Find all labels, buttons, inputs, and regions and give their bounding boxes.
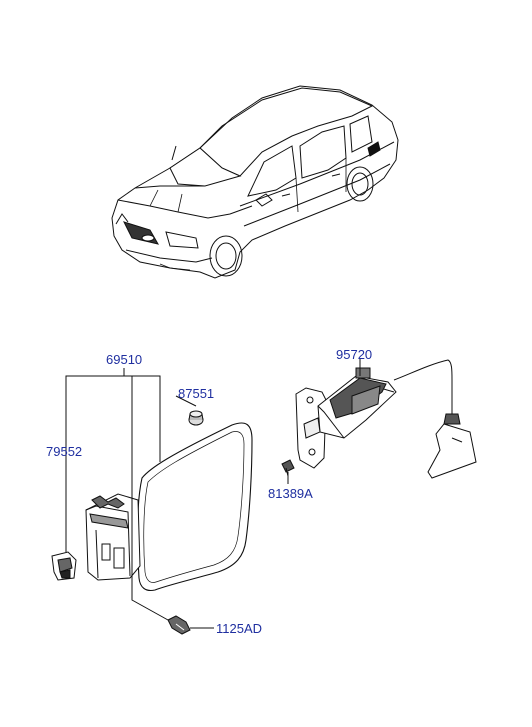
part-number-81389a: 81389A [268, 486, 313, 501]
filler-door-hinge-housing [85, 493, 141, 581]
filler-door-panel [136, 422, 253, 592]
part-number-69510: 69510 [106, 352, 142, 367]
rubber-bumper-87551 [188, 410, 204, 426]
leader-lines [65, 358, 361, 629]
part-number-79552: 79552 [46, 444, 82, 459]
part-number-87551: 87551 [178, 386, 214, 401]
fuel-filler-door-assembly [51, 410, 253, 635]
fuel-door-release-actuator [281, 359, 477, 479]
part-labels: 69510 87551 79552 95720 81389A 1125AD [46, 347, 372, 636]
sedan-car-illustration [111, 85, 399, 279]
part-number-95720: 95720 [336, 347, 372, 362]
clip-79552 [51, 551, 77, 581]
bolt-1125ad [167, 615, 191, 635]
part-number-1125ad: 1125AD [216, 621, 262, 636]
